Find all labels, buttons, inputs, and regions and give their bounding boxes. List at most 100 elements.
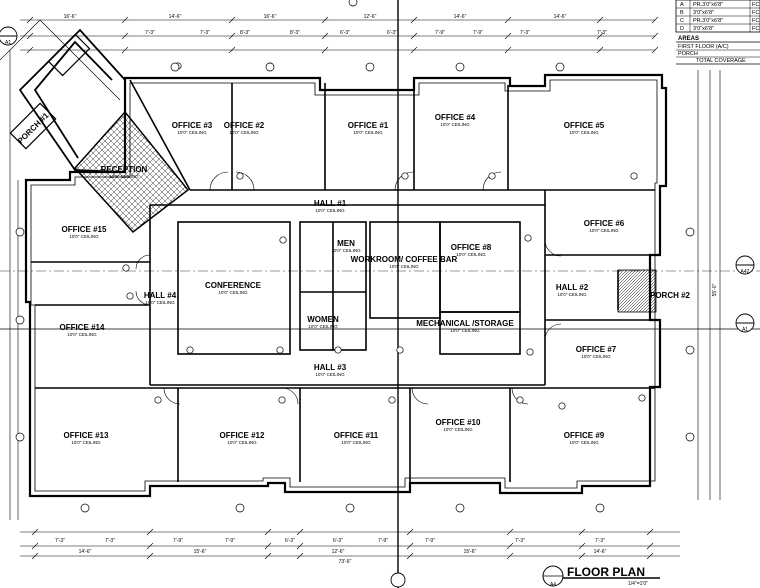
areas-table <box>676 41 760 65</box>
top-sub-dim: 7'-9" <box>435 30 445 36</box>
schedule-note-a: FC <box>752 2 759 8</box>
schedule-note-b: FC <box>752 10 759 16</box>
top-sub-dim: 6'-3" <box>340 30 350 36</box>
room-label-porch-2: PORCH #2 <box>650 291 691 300</box>
room-label-conference: CONFERENCE <box>205 281 262 290</box>
room-label-office-10: OFFICE #10 <box>436 418 481 427</box>
room-ceiling-office-1: 10'0" CEILING <box>353 130 383 135</box>
room-ceiling-office-14: 10'0" CEILING <box>67 332 97 337</box>
areas-total: TOTAL COVERAGE <box>696 58 746 64</box>
room-ceiling-hall-1: 10'0" CEILING <box>315 208 345 213</box>
room-ceiling-office-6: 10'0" CEILING <box>589 228 619 233</box>
schedule-note-d: FC <box>752 26 759 32</box>
room-label-office-13: OFFICE #13 <box>64 431 109 440</box>
areas-porch: PORCH <box>678 51 698 57</box>
room-label-reception: RECEPTION <box>101 165 148 174</box>
exterior-walls <box>24 73 668 498</box>
section-callouts <box>0 26 755 588</box>
room-ceiling-office-13: 10'0" CEILING <box>71 440 101 445</box>
bottom-sub-dim: 7'-3" <box>515 538 525 544</box>
top-overall-dim: 12'-6" <box>364 14 377 20</box>
bottom-total-dim: 73'-6" <box>339 559 352 565</box>
schedule-note-c: FC <box>752 18 759 24</box>
right-total-dim: 55'-0" <box>712 283 718 296</box>
room-label-office-1: OFFICE #1 <box>348 121 389 130</box>
bottom-sub-dim: 7'-9" <box>425 538 435 544</box>
schedule-size-a: PR.3'0"x6'8" <box>693 2 723 8</box>
room-ceiling-office-11: 10'0" CEILING <box>341 440 371 445</box>
sheet-title: FLOOR PLAN <box>567 565 645 579</box>
room-label-office-11: OFFICE #11 <box>334 431 379 440</box>
room-ceiling-workroom-coffee-bar: 10'0" CEILING <box>389 264 419 269</box>
top-sub-dim: 7'-3" <box>520 30 530 36</box>
bottom-overall-dim: 15'-6" <box>464 549 477 555</box>
room-ceiling-office-9: 10'0" CEILING <box>569 440 599 445</box>
top-dimensions <box>20 16 659 54</box>
room-label-hall-2: HALL #2 <box>556 283 589 292</box>
reception-floor <box>73 110 190 234</box>
room-ceiling-hall-4: 10'0" CEILING <box>145 300 175 305</box>
top-overall-dim: 16'-6" <box>64 14 77 20</box>
room-label-office-4: OFFICE #4 <box>435 113 476 122</box>
section-tag-3: A1 <box>742 327 748 333</box>
schedule-mark-b: B <box>680 10 684 16</box>
schedule-mark-d: D <box>680 26 684 32</box>
room-ceiling-office-3: 10'0" CEILING <box>177 130 207 135</box>
door-swings <box>135 171 562 405</box>
bottom-sub-dim: 7'-9" <box>378 538 388 544</box>
room-ceiling-office-4: 10'0" CEILING <box>440 122 470 127</box>
room-label-workroom-coffee-bar: WORKROOM/ COFFEE BAR <box>351 255 458 264</box>
room-ceiling-mechanical-storage: 10'0" CEILING <box>450 328 480 333</box>
room-label-office-9: OFFICE #9 <box>564 431 605 440</box>
bottom-dimensions <box>20 528 680 560</box>
room-label-hall-3: HALL #3 <box>314 363 347 372</box>
top-sub-dim: 7'-3" <box>145 30 155 36</box>
room-ceiling-reception: 10'0" CEILING <box>109 174 139 179</box>
room-label-office-7: OFFICE #7 <box>576 345 617 354</box>
room-label-office-5: OFFICE #5 <box>564 121 605 130</box>
bottom-sub-dim: 7'-9" <box>225 538 235 544</box>
top-overall-dim: 14'-6" <box>454 14 467 20</box>
room-label-hall-1: HALL #1 <box>314 199 347 208</box>
room-ceiling-men: 10'0" CEILING <box>331 248 361 253</box>
door-tags <box>122 62 646 410</box>
schedule-size-d: 3'0"x6'8" <box>693 26 714 32</box>
room-ceiling-office-2: 10'0" CEILING <box>229 130 259 135</box>
top-overall-dim: 16'-6" <box>264 14 277 20</box>
room-ceiling-office-8: 10'0" CEILING <box>456 252 486 257</box>
grid-bubbles <box>15 0 695 513</box>
room-ceiling-office-15: 10'0" CEILING <box>69 234 99 239</box>
room-label-women: WOMEN <box>307 315 339 324</box>
top-sub-dim: 8'-3" <box>240 30 250 36</box>
room-label-office-3: OFFICE #3 <box>172 121 213 130</box>
top-sub-dim: 7'-9" <box>473 30 483 36</box>
title-block <box>542 565 660 587</box>
bottom-sub-dim: 6'-3" <box>333 538 343 544</box>
room-ceiling-office-12: 10'0" CEILING <box>227 440 257 445</box>
bottom-overall-dim: 15'-6" <box>194 549 207 555</box>
room-ceiling-conference: 10'0" CEILING <box>218 290 248 295</box>
schedule-mark-a: A <box>680 2 684 8</box>
room-label-office-12: OFFICE #12 <box>220 431 265 440</box>
bottom-sub-dim: 6'-3" <box>285 538 295 544</box>
room-label-men: MEN <box>337 239 355 248</box>
schedule-size-b: 3'0"x6'8" <box>693 10 714 16</box>
bottom-overall-dim: 12'-6" <box>332 549 345 555</box>
bottom-overall-dim: 14'-6" <box>594 549 607 555</box>
room-label-office-8: OFFICE #8 <box>451 243 492 252</box>
top-overall-dim: 14'-6" <box>169 14 182 20</box>
room-label-office-15: OFFICE #15 <box>62 225 107 234</box>
room-label-office-6: OFFICE #6 <box>584 219 625 228</box>
room-label-office-2: OFFICE #2 <box>224 121 265 130</box>
section-tag-1: A1 <box>5 40 11 46</box>
bottom-sub-dim: 7'-3" <box>55 538 65 544</box>
bottom-sub-dim: 7'-3" <box>595 538 605 544</box>
room-ceiling-women: 10'0" CEILING <box>308 324 338 329</box>
door-schedule-table <box>675 0 760 33</box>
top-sub-dim: 7'-3" <box>200 30 210 36</box>
bottom-sub-dim: 7'-9" <box>173 538 183 544</box>
bottom-sub-dim: 7'-3" <box>105 538 115 544</box>
top-sub-dim: 6'-3" <box>387 30 397 36</box>
porch-2-slab <box>617 269 657 313</box>
room-label-mechanical-storage: MECHANICAL /STORAGE <box>416 319 514 328</box>
